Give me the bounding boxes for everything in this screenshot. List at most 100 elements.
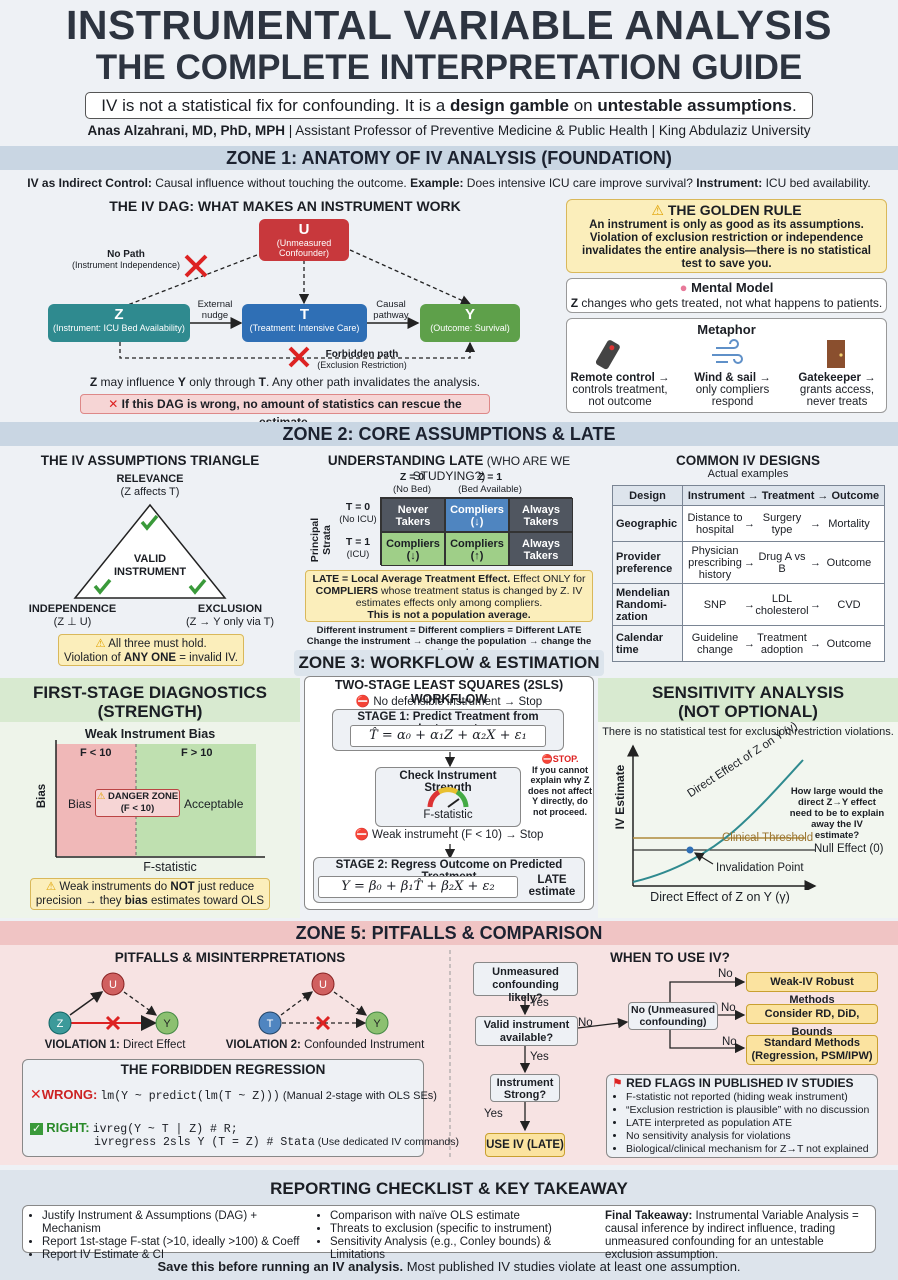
zone1-title: ZONE 1: ANATOMY OF IV ANALYSIS (FOUNDATI… bbox=[226, 148, 672, 168]
list-item: Threats to exclusion (specific to instru… bbox=[330, 1223, 608, 1236]
right-line-2: ivregress 2sls Y (T = Z) # Stata (Use de… bbox=[94, 1136, 459, 1149]
workflow-arrows bbox=[444, 752, 456, 860]
cross-icon bbox=[105, 1015, 121, 1031]
no-unmeasured-box[interactable]: No (Unmeasured confounding) bbox=[628, 1002, 718, 1030]
valid-instrument-label: VALID INSTRUMENT bbox=[113, 553, 187, 578]
mental-model-box bbox=[566, 278, 887, 313]
decision-q1[interactable]: Unmeasured confounding likely? bbox=[473, 962, 578, 1004]
stop-note: ⛔STOP.If you cannot explain why Z does n… bbox=[527, 754, 592, 817]
right-line: ✓ RIGHT: ivreg(Y ~ T | Z) # R; bbox=[30, 1120, 238, 1136]
svg-text:U: U bbox=[319, 979, 327, 991]
no-label: No bbox=[721, 1002, 736, 1014]
checklist-col1: Justify Instrument & Assumptions (DAG) +… bbox=[30, 1210, 315, 1262]
svg-text:U: U bbox=[109, 979, 117, 991]
designs-title: COMMON IV DESIGNS bbox=[675, 453, 820, 468]
late-title: UNDERSTANDING LATE (WHO ARE WE STUDYING?… bbox=[327, 453, 571, 483]
golden-rule-box bbox=[566, 199, 887, 273]
stage2-equation: Y = β₀ + β₁T̂ + β₂X + ε₂ bbox=[318, 876, 518, 898]
z1-header: Z = 1(Bed Available) bbox=[458, 471, 522, 495]
metaphor-2: Wind & sail →only compliers respond bbox=[694, 372, 771, 408]
mental-model-title: ● Mental Model bbox=[679, 280, 774, 295]
triangle-note: ⚠ All three must hold.Violation of ANY O… bbox=[58, 634, 244, 666]
cross-icon: ✕ bbox=[30, 1086, 42, 1102]
weak-bias-title: Weak Instrument Bias bbox=[84, 727, 216, 741]
node-y: Y(Outcome: Survival) bbox=[420, 304, 520, 342]
cross-icon bbox=[288, 346, 310, 368]
author-line: Anas Alzahrani, MD, PhD, MPH | Assistant… bbox=[87, 123, 811, 138]
sensitivity-title: SENSITIVITY ANALYSIS(NOT OPTIONAL) bbox=[651, 683, 845, 721]
direct-axis-label: Direct Effect of Z on Y (γ) bbox=[650, 890, 790, 904]
page-title: INSTRUMENTAL VARIABLE ANALYSIS bbox=[66, 2, 832, 48]
dag-note: Z may influence Y only through T. Any ot… bbox=[89, 375, 481, 389]
independence-label: INDEPENDENCE(Z ⊥ U) bbox=[28, 603, 117, 628]
decision-q2[interactable]: Valid instrument available? bbox=[475, 1016, 578, 1046]
iv-axis-label: IV Estimate bbox=[613, 764, 627, 830]
node-z: Z(Instrument: ICU Bed Availability) bbox=[48, 304, 190, 342]
check-icon bbox=[93, 578, 112, 595]
metaphor-1: Remote control →controls treatment, not … bbox=[570, 372, 670, 408]
alt-weak-iv[interactable]: Weak-IV Robust Methods bbox=[746, 972, 878, 1006]
pitfalls-title: PITFALLS & MISINTERPRETATIONS bbox=[114, 950, 346, 965]
zone2-band bbox=[0, 422, 898, 446]
sensitivity-subtitle: There is no statistical test for exclusi… bbox=[602, 726, 894, 738]
strata-cell: Never Takers bbox=[381, 498, 445, 532]
zone1-intro: IV as Indirect Control: Causal influence… bbox=[27, 176, 871, 190]
golden-rule-text: An instrument is only as good as its ass… bbox=[582, 219, 871, 270]
strata-cell: Compliers (↓) bbox=[381, 532, 445, 566]
list-item: F-statistic not reported (hiding weak in… bbox=[626, 1091, 876, 1104]
cross-icon bbox=[315, 1015, 331, 1031]
zone3-title: ZONE 3: WORKFLOW & ESTIMATION bbox=[294, 650, 604, 676]
dag-arrows bbox=[119, 249, 476, 368]
wrong-line: ✕WRONG: lm(Y ~ predict(lm(T ~ Z))) (Manu… bbox=[30, 1086, 437, 1103]
final-takeaway: Final Takeaway: Instrumental Variable An… bbox=[605, 1210, 859, 1261]
flag-icon: ⚑ bbox=[612, 1076, 627, 1090]
designs-subtitle: Actual examples bbox=[707, 468, 789, 480]
stage1-equation: T̂ = α₀ + α₁Z + α₂X + ε₁ bbox=[350, 725, 546, 747]
check-icon: ✓ bbox=[30, 1123, 44, 1135]
table-row: Geographic Distance to hospital→Surgery … bbox=[612, 505, 885, 542]
decision-q3[interactable]: Instrument Strong? bbox=[490, 1074, 560, 1102]
sensitivity-question: How large would the direct Z→Y effect ne… bbox=[789, 786, 885, 841]
forbidden-path bbox=[119, 341, 476, 359]
late-definition: LATE = Local Average Treatment Effect. E… bbox=[305, 570, 593, 622]
warning-icon: ⚠ bbox=[95, 638, 109, 650]
alt-standard[interactable]: Standard Methods (Regression, PSM/IPW) bbox=[746, 1035, 878, 1065]
design-name: Calendar time bbox=[612, 625, 683, 662]
bias-label: Bias bbox=[68, 797, 92, 811]
yes-label: Yes bbox=[530, 997, 549, 1009]
list-item: Sensitivity Analysis (e.g., Conley bound… bbox=[330, 1236, 608, 1262]
first-stage-title: FIRST-STAGE DIAGNOSTICS(STRENGTH) bbox=[33, 683, 267, 721]
u-y-arrow bbox=[349, 249, 472, 306]
metaphor-3: Gatekeeper →grants access, never treats bbox=[798, 372, 876, 408]
design-flow: Physician prescribing history→Drug A vs … bbox=[682, 541, 885, 584]
zone1-band bbox=[0, 146, 898, 170]
red-flags-box bbox=[606, 1074, 878, 1158]
forbidden-regression-title: THE FORBIDDEN REGRESSION bbox=[120, 1062, 326, 1077]
svg-text:Z: Z bbox=[57, 1018, 64, 1030]
design-name: Geographic bbox=[612, 505, 683, 542]
stop-icon: ⛔ bbox=[354, 829, 373, 841]
page-subtitle: THE COMPLETE INTERPRETATION GUIDE bbox=[95, 48, 803, 87]
table-row: Provider preference Physician prescribin… bbox=[612, 541, 885, 584]
decision-tree-arrows bbox=[519, 976, 746, 1132]
design-flow: SNP→LDL cholesterol→CVD bbox=[682, 583, 885, 626]
danger-zone: ⚠ DANGER ZONE(F < 10) bbox=[95, 789, 180, 817]
iv-estimate-curve bbox=[632, 759, 804, 883]
list-item: No sensitivity analysis for violations bbox=[626, 1130, 876, 1143]
strata-cell: Always Takers bbox=[509, 532, 573, 566]
use-iv-box[interactable]: USE IV (LATE) bbox=[485, 1133, 565, 1157]
violation-diagrams: U Z Y U T Y bbox=[48, 972, 389, 1035]
bias-axis-label: Bias bbox=[36, 783, 49, 809]
sensitivity-chart bbox=[627, 744, 817, 890]
svg-text:Y: Y bbox=[163, 1018, 171, 1030]
tagline: IV is not a statistical fix for confound… bbox=[85, 92, 813, 119]
alt-rd-did[interactable]: Consider RD, DiD, Bounds bbox=[746, 1004, 878, 1038]
designs-table: Design Instrument → Treatment → Outcome … bbox=[612, 485, 885, 662]
checklist-col2: Comparison with naïve OLS estimate Threa… bbox=[318, 1210, 608, 1262]
zone2-title: ZONE 2: CORE ASSUMPTIONS & LATE bbox=[282, 424, 616, 444]
cross-icon: ✕ bbox=[108, 397, 122, 411]
metaphor-title: Metaphor bbox=[697, 322, 756, 337]
f-gt-label: F > 10 bbox=[181, 747, 213, 759]
f-axis-label: F-statistic bbox=[143, 860, 197, 874]
